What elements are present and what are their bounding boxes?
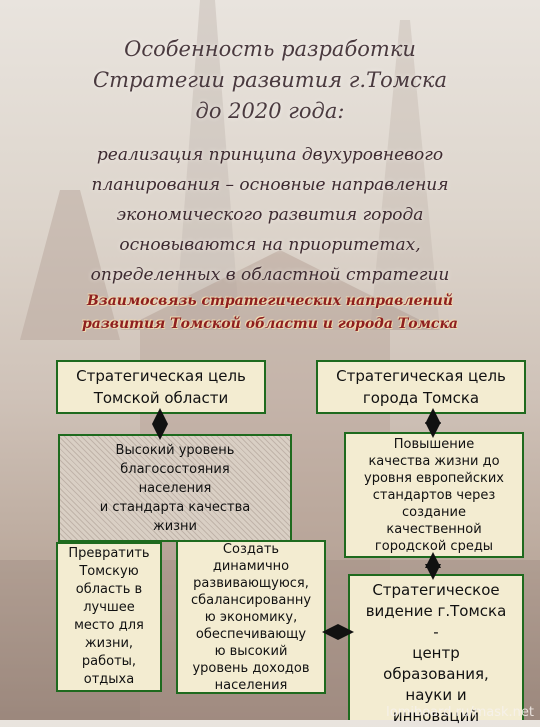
page-subtitle: реализация принципа двухуровневого плани… [30, 140, 510, 290]
box-line: создание [402, 504, 466, 520]
box-line: работы, [81, 654, 137, 669]
relation-line: Взаимосвязь стратегических направлений [86, 293, 454, 309]
box-line: уровень доходов [192, 660, 310, 676]
title-line: Особенность разработки [124, 37, 416, 61]
box-line: место для [74, 618, 144, 633]
box-line: и стандарта качества [99, 499, 251, 515]
page-title: Особенность разработки Стратегии развити… [0, 34, 540, 127]
box-line: динамично [212, 558, 290, 574]
box-line: жизни, [84, 636, 134, 651]
box-line: развивающуюся, [193, 575, 309, 591]
box-line: Томской области [93, 389, 229, 407]
box-line: стандартов через [372, 487, 496, 503]
box-line: качественной [386, 521, 482, 537]
subtitle-line: основываются на приоритетах, [119, 235, 421, 255]
city-quality-box: Повышение качества жизни до уровня европ… [344, 432, 524, 558]
watermark-text: lomiboard.ru/mask.net [386, 705, 534, 720]
box-line: ю экономику, [204, 609, 298, 625]
box-line: населения [138, 480, 212, 496]
box-line: Высокий уровень [115, 442, 235, 458]
vision-box: Стратегическое видение г.Томска - центр … [348, 574, 524, 725]
box-line: Стратегическая цель [336, 367, 506, 385]
city-goal-box: Стратегическая цель города Томска [316, 360, 526, 414]
box-line: Томскую [79, 564, 139, 579]
box-line: благосостояния [120, 461, 230, 477]
box-line: сбалансированну [190, 592, 312, 608]
region-goal-box: Стратегическая цель Томской области [56, 360, 266, 414]
subtitle-line: определенных в областной стратегии [90, 265, 450, 285]
box-line: образования, [383, 665, 489, 683]
box-line: центр [412, 644, 460, 662]
box-line: городской среды [374, 538, 494, 554]
box-line: область в [75, 582, 143, 597]
wellbeing-box: Высокий уровень благосостояния населения… [58, 434, 292, 542]
box-line: города Томска [362, 389, 480, 407]
box-line: ю высокий [214, 643, 288, 659]
box-line: науки и [405, 686, 467, 704]
box-line: отдыха [83, 672, 135, 687]
box-line: Создать [222, 541, 280, 557]
subtitle-line: реализация принципа двухуровневого [96, 145, 444, 165]
best-place-box: Превратить Томскую область в лучшее мест… [56, 542, 162, 692]
box-line: Повышение [393, 436, 475, 452]
box-line: Стратегическая цель [76, 367, 246, 385]
box-line: уровня европейских [364, 470, 504, 486]
box-line: качества жизни до [368, 453, 500, 469]
subtitle-line: экономического развития города [116, 205, 424, 225]
relation-heading: Взаимосвязь стратегических направлений р… [10, 290, 530, 336]
economy-box: Создать динамично развивающуюся, сбаланс… [176, 540, 326, 694]
box-line: Превратить [68, 546, 150, 561]
box-line: видение г.Томска [365, 602, 507, 620]
title-line: Стратегии развития г.Томска [93, 68, 447, 92]
box-line: Стратегическое [372, 581, 500, 599]
box-line: населения [214, 677, 288, 693]
title-line: до 2020 года: [195, 99, 345, 123]
box-line: жизни [152, 518, 198, 534]
subtitle-line: планирования – основные направления [91, 175, 449, 195]
relation-line: развития Томской области и города Томска [82, 316, 458, 332]
box-line: обеспечивающу [195, 626, 307, 642]
box-line: - [433, 623, 439, 641]
box-line: лучшее [83, 600, 135, 615]
